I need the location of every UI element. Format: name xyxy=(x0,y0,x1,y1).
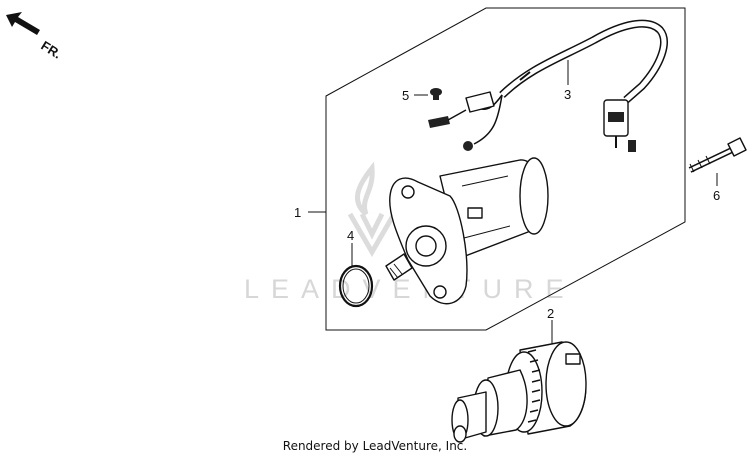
front-direction-arrow-icon xyxy=(6,12,40,35)
assembly-panel xyxy=(325,7,686,331)
watermark-text: LEADVENTURE xyxy=(244,274,576,304)
callout-3: 3 xyxy=(564,87,571,102)
wire-terminal xyxy=(428,116,450,128)
front-label: FR. xyxy=(38,38,64,62)
watermark: LEADVENTURE xyxy=(244,161,576,304)
callout-1: 1 xyxy=(294,205,301,220)
o-ring xyxy=(338,264,374,308)
orientation-indicator: FR. xyxy=(6,12,64,62)
screw xyxy=(430,88,442,100)
wire-harness xyxy=(428,19,668,152)
callout-2: 2 xyxy=(547,306,554,321)
starter-motor xyxy=(385,157,549,305)
ring-terminal xyxy=(463,141,473,151)
render-credit: Rendered by LeadVenture, Inc. xyxy=(282,439,468,453)
callout-labels: 1 2 3 4 5 6 xyxy=(294,87,720,321)
callout-6: 6 xyxy=(713,188,720,203)
flame-logo-icon xyxy=(347,161,397,257)
callout-5: 5 xyxy=(402,88,409,103)
leader-lines xyxy=(308,60,718,344)
wire-connector-block xyxy=(465,91,495,113)
starter-clutch-gear xyxy=(451,341,587,443)
bolt xyxy=(688,137,747,173)
callout-4: 4 xyxy=(347,228,354,243)
